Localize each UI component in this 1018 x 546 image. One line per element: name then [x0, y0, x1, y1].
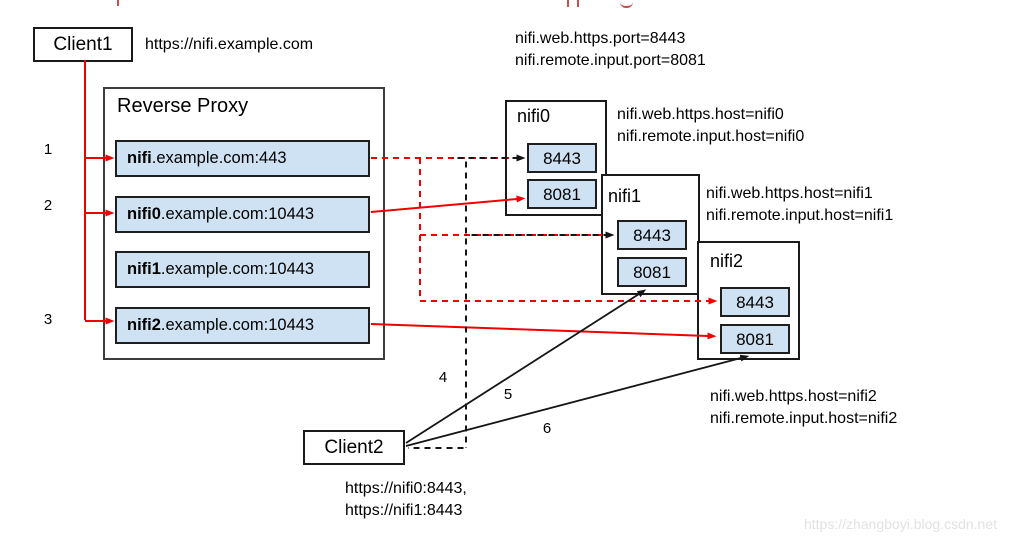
nifi0-host-config: nifi.web.https.host=nifi0 nifi.remote.in…: [617, 104, 804, 148]
config-line: nifi.remote.input.port=8081: [515, 52, 706, 69]
proxy-entry-suffix: .example.com:10443: [160, 316, 315, 334]
nifi0-port-8081: 8081: [527, 179, 597, 209]
nifi1-label: nifi1: [608, 186, 642, 206]
clipped-red-text-fragment: [577, 0, 579, 7]
path-label-1: 1: [43, 141, 53, 158]
watermark: https://zhangboyi.blog.csdn.net: [803, 516, 997, 532]
proxy-entry-suffix: .example.com:10443: [160, 205, 315, 223]
client2-label: Client2: [324, 437, 384, 458]
client2-url-line: https://nifi0:8443,: [345, 480, 467, 497]
proxy-entry-host: nifi: [127, 149, 152, 167]
path-label-3: 3: [43, 311, 53, 328]
path-label-2: 2: [43, 197, 53, 214]
proxy-entry-nifi2: nifi2.example.com:10443: [115, 307, 370, 344]
nifi2-port-8443: 8443: [720, 287, 790, 317]
client2-url-line: https://nifi1:8443: [345, 502, 463, 519]
config-line: nifi.web.https.host=nifi2: [710, 388, 877, 405]
config-line: nifi.remote.input.host=nifi0: [617, 128, 805, 145]
config-line: nifi.web.https.host=nifi0: [617, 106, 784, 123]
client1-url: https://nifi.example.com: [145, 36, 314, 53]
nifi1-port-8081: 8081: [617, 257, 687, 287]
reverse-proxy-title: Reverse Proxy: [117, 95, 249, 117]
clipped-red-text-fragment: [567, 0, 569, 7]
nifi0-port-8443: 8443: [527, 143, 597, 173]
nifi1-host-config: nifi.web.https.host=nifi1 nifi.remote.in…: [706, 183, 893, 227]
arrow-client2-to-nifi2-8081: [405, 354, 750, 447]
proxy-entry-suffix: .example.com:443: [151, 149, 287, 167]
nifi2-port-8081: 8081: [720, 324, 790, 354]
config-line: nifi.remote.input.host=nifi1: [706, 207, 894, 224]
proxy-entry-suffix: .example.com:10443: [160, 260, 315, 278]
nifi2-host-config: nifi.web.https.host=nifi2 nifi.remote.in…: [710, 386, 897, 430]
proxy-entry-host: nifi2: [127, 316, 161, 334]
clipped-red-text-fragment: [620, 2, 633, 8]
config-line: nifi.web.https.host=nifi1: [706, 185, 873, 202]
path-label-6: 6: [542, 420, 552, 437]
nifi2-label: nifi2: [710, 251, 744, 271]
config-line: nifi.remote.input.host=nifi2: [710, 410, 898, 427]
path-label-4: 4: [438, 369, 448, 386]
arrow-entry2-to-nifi0-8081: [370, 195, 526, 213]
client2-urls: https://nifi0:8443, https://nifi1:8443: [345, 478, 467, 522]
path-label-5: 5: [503, 386, 513, 403]
global-port-config: nifi.web.https.port=8443 nifi.remote.inp…: [515, 28, 706, 72]
nifi0-label: nifi0: [517, 106, 551, 126]
proxy-entry-nifi0: nifi0.example.com:10443: [115, 196, 370, 233]
config-line: nifi.web.https.port=8443: [515, 30, 686, 47]
client1-box: Client1: [33, 27, 133, 62]
proxy-entry-nifi1: nifi1.example.com:10443: [115, 251, 370, 288]
client1-label: Client1: [53, 34, 113, 55]
proxy-entry-nifi: nifi.example.com:443: [115, 140, 370, 177]
proxy-entry-host: nifi0: [127, 205, 161, 223]
nifi1-port-8443: 8443: [617, 220, 687, 250]
proxy-entry-host: nifi1: [127, 260, 161, 278]
clipped-red-text-fragment: [117, 0, 119, 6]
client2-box: Client2: [303, 430, 405, 465]
arrow-entry4-to-nifi2-8081: [370, 323, 717, 340]
